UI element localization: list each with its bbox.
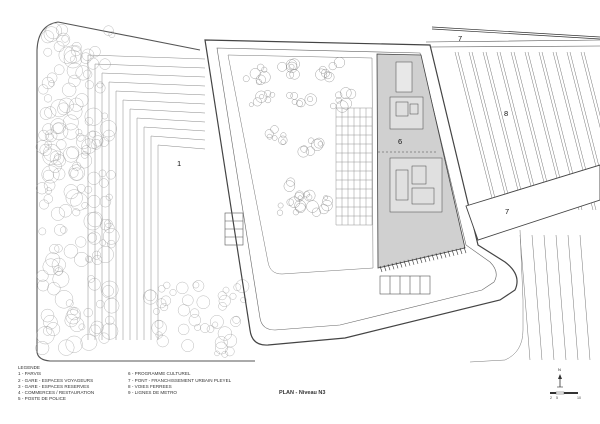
- bridge-pont: [465, 164, 600, 241]
- top-rail-bundle: [431, 26, 600, 40]
- tree-clusters: [35, 22, 250, 358]
- legend-item: 5 - POSTE DE POLICE: [18, 396, 66, 402]
- site-boundary-east: [469, 229, 524, 363]
- legend-item: 6 - PROGRAMME CULTUREL: [128, 371, 191, 377]
- scale-label: 2: [550, 396, 552, 400]
- scale-label: 5: [556, 396, 558, 400]
- scale-bar: [550, 391, 578, 395]
- legend: LEGENDE 1 - PARVIS 2 - GARE - ESPACES VO…: [18, 365, 231, 401]
- legend-title: LEGENDE: [18, 365, 40, 370]
- building-inner-contour: [216, 47, 497, 331]
- bridge-pont-upper: [425, 39, 600, 48]
- courtyard-contour: [227, 54, 374, 275]
- courtyard-plantings: [242, 57, 357, 217]
- cultural-programme-interior: [378, 61, 443, 213]
- zone-label-8: 8: [504, 109, 509, 118]
- legend-item: 9 - LIGNES DE METRO: [128, 390, 178, 396]
- zone-label-6: 6: [398, 137, 403, 146]
- terrace-steps: [87, 54, 206, 340]
- glazed-grid: [335, 107, 373, 226]
- zone-label-7-top: 7: [458, 34, 463, 43]
- steps-south: [224, 212, 431, 295]
- plan-title: PLAN - Niveau N3: [279, 390, 326, 396]
- north-arrow: N: [553, 367, 567, 394]
- legend-item: 8 - VOIES FERREES: [128, 383, 172, 389]
- legend-item: 7 - PONT - FRANCHISSEMENT URBAIN PLEYEL: [128, 377, 232, 383]
- legend-item: 4 - COMMERCES / RESTAURATION: [18, 390, 95, 396]
- north-label: N: [558, 367, 561, 372]
- north-arrow-icon: [557, 374, 563, 388]
- zone-label-7-bridge: 7: [505, 207, 510, 216]
- building-outer-contour: [204, 39, 518, 346]
- legend-item: 3 - GARE - ESPACES RESERVES: [18, 383, 90, 389]
- hatched-edge: [379, 247, 467, 273]
- scale-label: 10: [577, 396, 581, 400]
- legend-item: 2 - GARE - ESPACES VOYAGEURS: [18, 377, 94, 383]
- legend-item: 1 - PARVIS: [18, 371, 42, 377]
- zone-label-1: 1: [177, 159, 182, 168]
